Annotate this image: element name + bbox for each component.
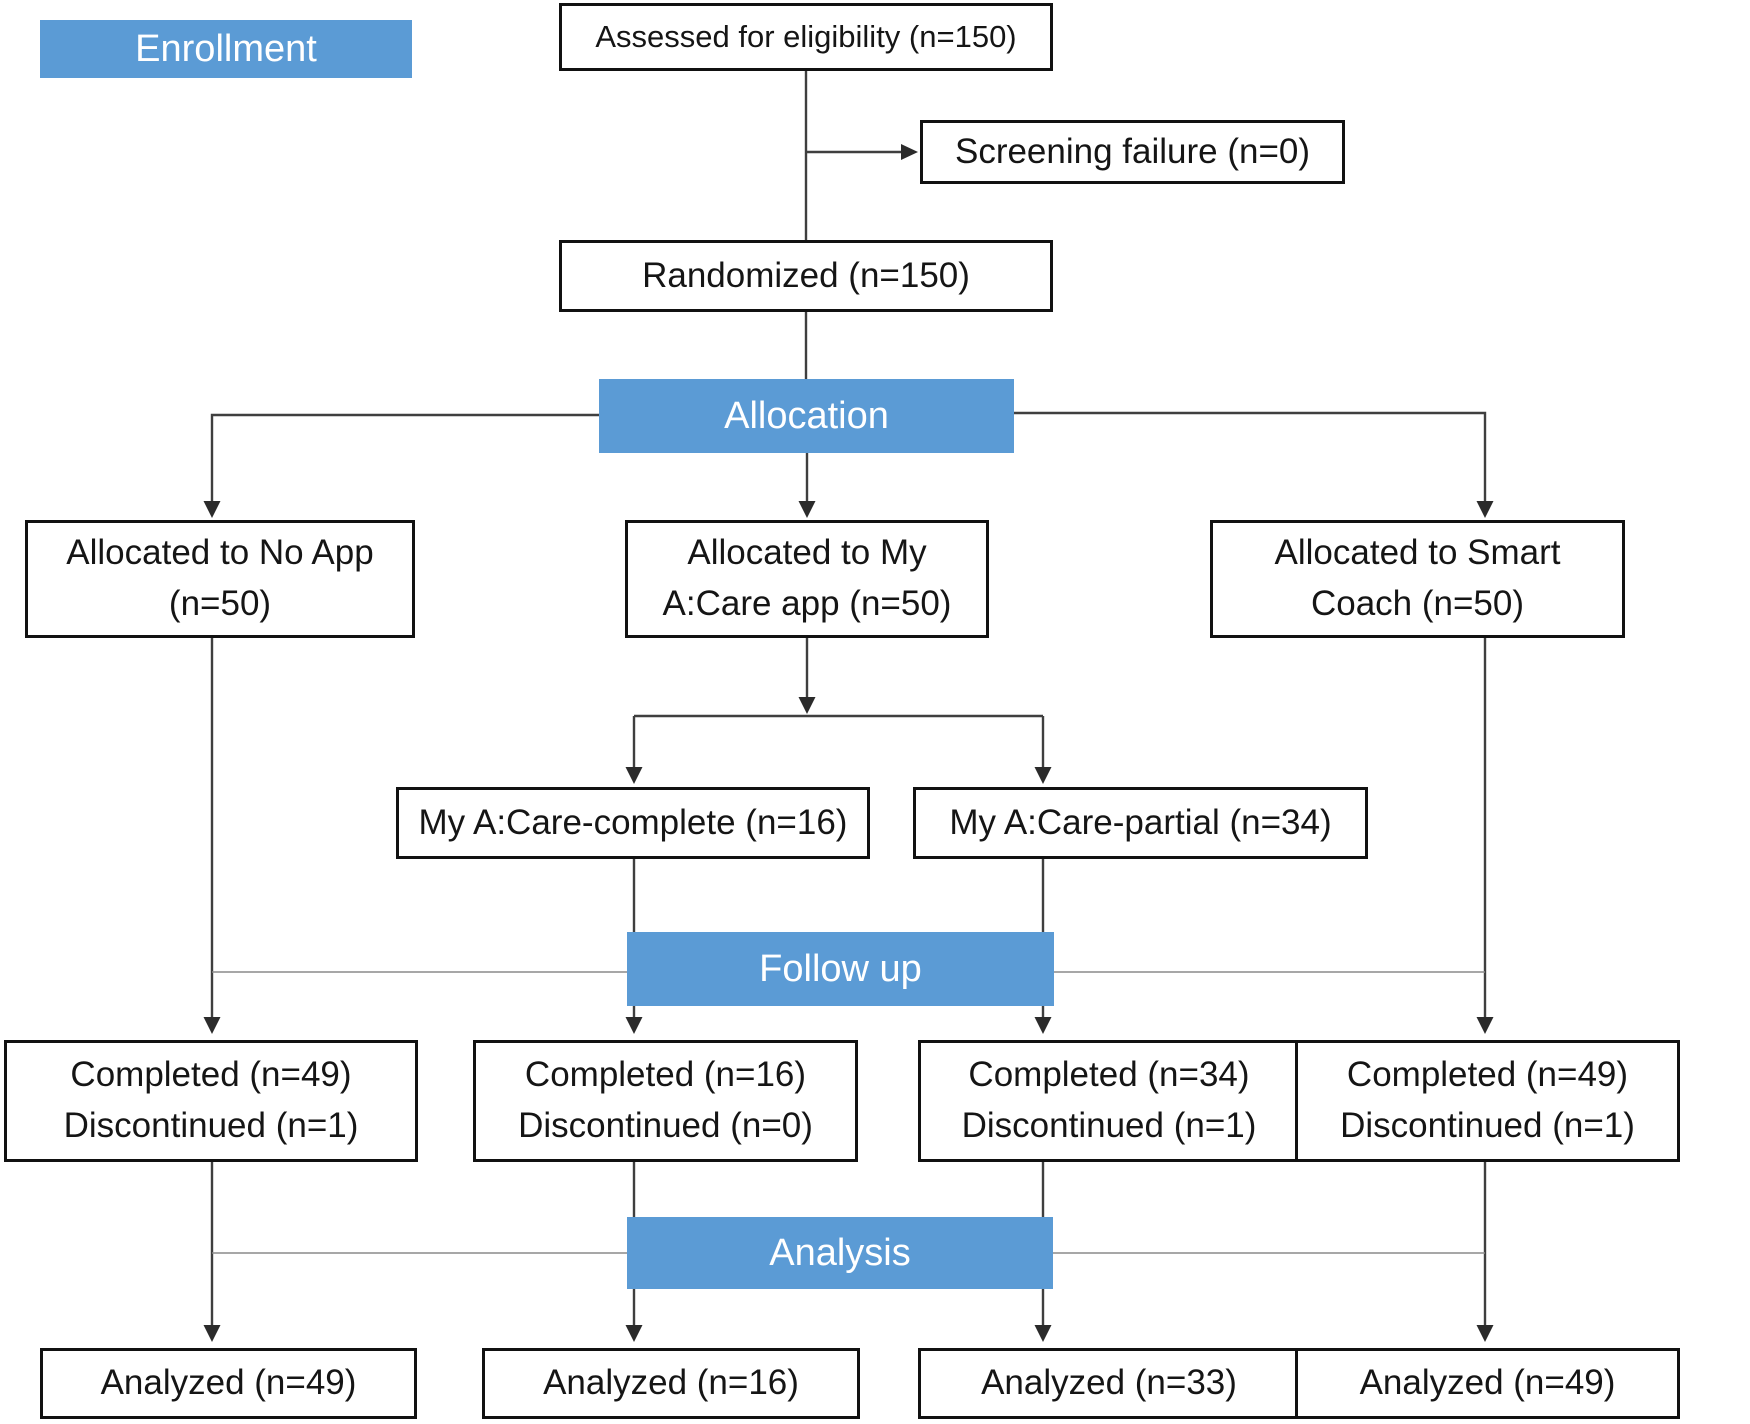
banner-side-lines bbox=[212, 971, 1485, 1254]
analyzed-smart-coach-box: Analyzed (n=49) bbox=[1295, 1348, 1680, 1419]
follow-up-banner: Follow up bbox=[627, 932, 1054, 1006]
allocation-banner: Allocation bbox=[599, 379, 1014, 453]
allocated-my-acare-box: Allocated to My A:Care app (n=50) bbox=[625, 520, 989, 638]
analyzed-no-app-box: Analyzed (n=49) bbox=[40, 1348, 417, 1419]
followup-complete-box: Completed (n=16) Discontinued (n=0) bbox=[473, 1040, 858, 1162]
followup-smart-coach-box: Completed (n=49) Discontinued (n=1) bbox=[1295, 1040, 1680, 1162]
analyzed-partial-box: Analyzed (n=33) bbox=[918, 1348, 1300, 1419]
followup-partial-box: Completed (n=34) Discontinued (n=1) bbox=[918, 1040, 1300, 1162]
assessed-eligibility-box: Assessed for eligibility (n=150) bbox=[559, 3, 1053, 71]
mycare-complete-box: My A:Care-complete (n=16) bbox=[396, 787, 870, 859]
followup-no-app-box: Completed (n=49) Discontinued (n=1) bbox=[4, 1040, 418, 1162]
randomized-box: Randomized (n=150) bbox=[559, 240, 1053, 312]
allocated-smart-coach-box: Allocated to Smart Coach (n=50) bbox=[1210, 520, 1625, 638]
mycare-partial-box: My A:Care-partial (n=34) bbox=[913, 787, 1368, 859]
analyzed-complete-box: Analyzed (n=16) bbox=[482, 1348, 860, 1419]
arrowheads bbox=[203, 144, 1494, 1342]
screening-failure-box: Screening failure (n=0) bbox=[920, 120, 1345, 184]
allocated-no-app-box: Allocated to No App (n=50) bbox=[25, 520, 415, 638]
enrollment-banner: Enrollment bbox=[40, 20, 412, 78]
analysis-banner: Analysis bbox=[627, 1217, 1053, 1289]
